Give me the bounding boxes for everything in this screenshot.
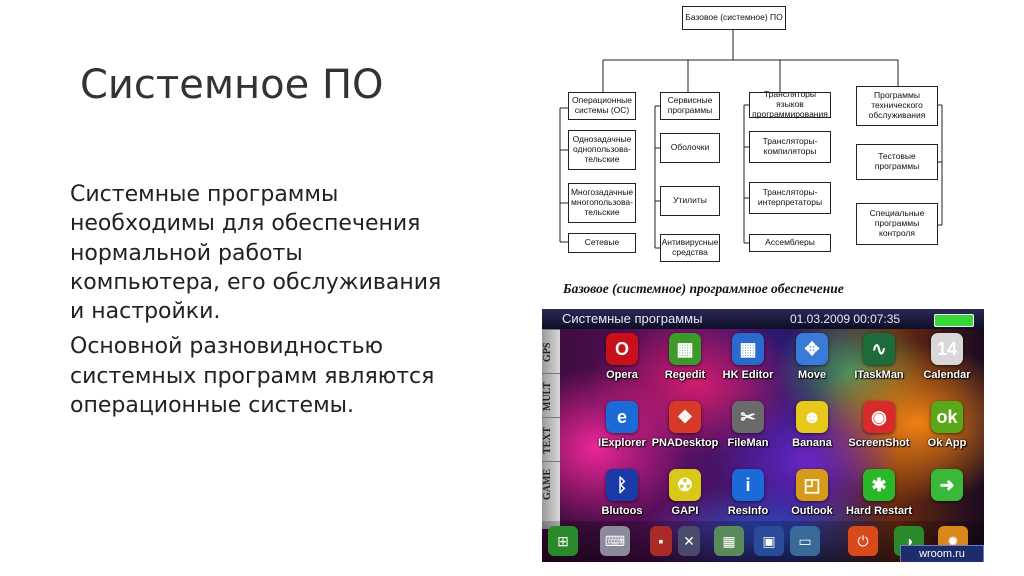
gapi-icon: ☢ (669, 469, 701, 501)
app-banana[interactable]: ☻ Banana (782, 401, 842, 457)
diagram-col4-item1: Тестовые программы (856, 144, 938, 180)
diagram-col4-head: Программы технического обслуживания (856, 86, 938, 126)
app-hard-restart[interactable]: ✱ Hard Restart (846, 469, 912, 525)
app-blutoos[interactable]: ᛒ Blutoos (592, 469, 652, 525)
bluetooth-icon: ᛒ (606, 469, 638, 501)
app-label: ResInfo (727, 505, 769, 517)
ok-app-icon: ok (931, 401, 963, 433)
diagram-col3-item2: Трансляторы-интерпретаторы (749, 182, 831, 214)
app-itaskman[interactable]: ∿ ITaskMan (849, 333, 909, 389)
pna-desktop-icon: ❖ (669, 401, 701, 433)
paragraph-2: Основной разновидностью системных програ… (70, 334, 435, 418)
slide-body: Системные программы необходимы для обесп… (70, 180, 450, 426)
diagram-connectors (559, 30, 943, 249)
screenshot-title: Системные программы (562, 311, 703, 326)
battery-icon (934, 314, 974, 327)
app-label: ScreenShot (848, 437, 910, 449)
app-opera[interactable]: O Opera (592, 333, 652, 389)
app-label: Opera (606, 369, 638, 381)
side-tab-gps[interactable]: GPS (542, 329, 560, 374)
diagram-caption: Базовое (системное) программное обеспече… (563, 281, 844, 296)
diagram-col2-item1: Оболочки (660, 133, 720, 163)
app-gapi[interactable]: ☢ GAPI (655, 469, 715, 525)
app-label: Hard Restart (845, 505, 913, 517)
diagram-col2-item3: Антивирусные средства (660, 234, 720, 262)
monitor-icon[interactable]: ▭ (790, 526, 820, 556)
diagram-col3-item3: Ассемблеры (749, 234, 831, 252)
hk-editor-icon: ▦ (732, 333, 764, 365)
diagram-col1-item3: Сетевые (568, 233, 636, 253)
diagram-col2-head: Сервисные программы (660, 92, 720, 120)
regedit-icon: ▦ (669, 333, 701, 365)
diagram-root: Базовое (системное) ПО (682, 6, 786, 30)
watermark: wroom.ru (900, 545, 984, 562)
app-label: Outlook (791, 505, 833, 517)
app-pnadesktop[interactable]: ❖ PNADesktop (652, 401, 718, 457)
diagram-col3-head: Трансляторы языков программирования (749, 89, 831, 119)
slide-title: Системное ПО (80, 62, 384, 108)
keyboard-icon[interactable]: ⌨ (600, 526, 630, 556)
diagram-col3-item1: Трансляторы-компиляторы (749, 131, 831, 163)
app-label: IExplorer (598, 437, 646, 449)
power-icon[interactable]: ⏻ (848, 526, 878, 556)
app-ok-app[interactable]: ok Ok App (917, 401, 977, 457)
side-tabs: GPS MULT TEXT GAME (542, 329, 560, 529)
app-screenshot[interactable]: ◉ ScreenShot (848, 401, 910, 457)
app-move[interactable]: ✥ Move (782, 333, 842, 389)
diagram-col1-head: Операционные системы (ОС) (568, 92, 636, 120)
start-icon[interactable]: ⊞ (548, 526, 578, 556)
calculator-icon[interactable]: ▦ (714, 526, 744, 556)
app-arrow[interactable]: ➜ (917, 469, 977, 525)
taskman-icon: ∿ (863, 333, 895, 365)
system-programs-screenshot: Системные программы 01.03.2009 00:07:35 … (542, 309, 984, 562)
app-regedit[interactable]: ▦ Regedit (655, 333, 715, 389)
opera-icon: O (606, 333, 638, 365)
screenshot-header: Системные программы 01.03.2009 00:07:35 (542, 309, 984, 329)
hard-restart-icon: ✱ (863, 469, 895, 501)
app-label: Blutoos (601, 505, 643, 517)
diagram-col2-item2: Утилиты (660, 186, 720, 216)
explorer-icon: e (606, 401, 638, 433)
fileman-icon: ✂ (732, 401, 764, 433)
app-label: Calendar (923, 369, 971, 381)
app-label: FileMan (727, 437, 769, 449)
app-label: HK Editor (722, 369, 774, 381)
screenshot-icon: ◉ (863, 401, 895, 433)
app-label: Regedit (664, 369, 706, 381)
side-tab-game[interactable]: GAME (542, 461, 560, 506)
app-label: Move (797, 369, 827, 381)
screenshot-datetime: 01.03.2009 00:07:35 (790, 312, 901, 326)
move-icon: ✥ (796, 333, 828, 365)
diagram-col1-item1: Однозадачные однопользова-тельские (568, 130, 636, 170)
diagram-col4-item2: Специальные программы контроля (856, 203, 938, 245)
app-label: Banana (792, 437, 832, 449)
resinfo-icon: i (732, 469, 764, 501)
app-label: Ok App (927, 437, 967, 449)
app-fileman[interactable]: ✂ FileMan (718, 401, 778, 457)
tools-icon[interactable]: ✕ (678, 526, 700, 556)
app-outlook[interactable]: ◰ Outlook (782, 469, 842, 525)
banana-icon: ☻ (796, 401, 828, 433)
app-label: ITaskMan (854, 369, 904, 381)
app-label: PNADesktop (651, 437, 719, 449)
save-icon[interactable]: ▣ (754, 526, 784, 556)
side-tab-text[interactable]: TEXT (542, 417, 560, 462)
calendar-icon: 14 (931, 333, 963, 365)
paragraph-1: Системные программы необходимы для обесп… (70, 182, 442, 324)
battery-icon[interactable]: ▪ (650, 526, 672, 556)
side-tab-mult[interactable]: MULT (542, 373, 560, 418)
app-label: GAPI (671, 505, 699, 517)
diagram-col1-item2: Многозадачные многопользова-тельские (568, 183, 636, 223)
app-hk-editor[interactable]: ▦ HK Editor (718, 333, 778, 389)
outlook-icon: ◰ (796, 469, 828, 501)
arrow-icon: ➜ (931, 469, 963, 501)
